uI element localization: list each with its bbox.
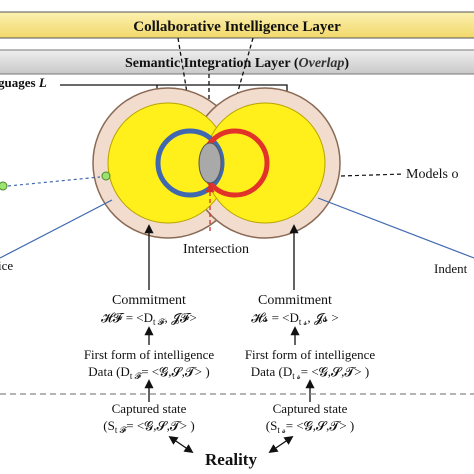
reality-right-arrow	[268, 435, 294, 454]
reality-left-arrow	[168, 435, 194, 454]
models-label: Models o	[406, 167, 459, 182]
semantic-layer-title: Semantic Integration Layer (Overlap)	[125, 56, 349, 71]
left-intelligence-title: First form of intelligence	[84, 347, 215, 362]
right-state-sub: t 𝓼	[277, 425, 286, 435]
left-commitment-formula-tail: , 𝓙𝓕>	[164, 310, 196, 325]
identity-link	[317, 197, 474, 259]
left-commitment-formula: 𝓗𝓕 = <Dt 𝓕, 𝓙𝓕>	[101, 310, 197, 327]
left-commitment-formula-head: 𝓗𝓕 = <D	[101, 310, 153, 325]
left-state-tail: = <𝓖,𝓢,𝓣> )	[126, 418, 194, 433]
right-commitment-title: Commitment	[258, 293, 332, 308]
left-data-formula: Data (Dt 𝓕= <𝓖,𝓢,𝓣> )	[88, 364, 209, 381]
right-captured-title: Captured state	[273, 401, 348, 416]
right-state-head: (S	[266, 418, 278, 433]
overlap-label: Overlap	[299, 56, 345, 71]
left-blue-ring	[155, 128, 225, 198]
languages-text: guages	[0, 75, 36, 90]
left-cut-label: ice	[0, 258, 13, 273]
left-state-sub: t 𝓕	[115, 425, 129, 435]
right-data-head: Data (D	[251, 364, 293, 379]
reality-label: Reality	[205, 450, 257, 469]
left-data-head: Data (D	[88, 364, 130, 379]
intersection-region	[198, 142, 222, 184]
left-data-tail: = <𝓖,𝓢,𝓣> )	[141, 364, 209, 379]
right-commitment-formula-tail: , 𝓙𝓼 >	[307, 310, 338, 325]
collaborative-layer-title: Collaborative Intelligence Layer	[133, 19, 341, 35]
left-data-sub: t 𝓕	[130, 371, 144, 381]
left-dot	[0, 181, 8, 191]
languages-label: guages L	[0, 75, 47, 90]
left-dotted-link	[7, 176, 101, 187]
identity-label: Indent	[434, 261, 468, 276]
right-intelligence-title: First form of intelligence	[245, 347, 376, 362]
left-commitment-formula-sub: t 𝓕	[153, 317, 167, 327]
semantic-layer-label: Semantic Integration Layer	[125, 56, 290, 71]
semantic-layer-bar	[0, 49, 474, 75]
left-state-formula: (St 𝓕= <𝓖,𝓢,𝓣> )	[103, 418, 194, 435]
right-state-formula: (St 𝓼= <𝓖,𝓢,𝓣> )	[266, 418, 355, 435]
left-model-dot	[101, 171, 111, 181]
right-data-sub: t 𝓼	[292, 371, 301, 381]
collaborative-layer-bar	[0, 11, 474, 39]
left-state-head: (S	[103, 418, 115, 433]
right-commitment-formula-sub: t 𝓼	[299, 317, 308, 327]
left-commitment-title: Commitment	[112, 293, 186, 308]
right-data-tail: = <𝓖,𝓢,𝓣> )	[301, 364, 369, 379]
left-captured-title: Captured state	[112, 401, 187, 416]
right-commitment-formula: 𝓗𝓼 = <Dt 𝓼, 𝓙𝓼 >	[251, 310, 338, 327]
right-commitment-formula-head: 𝓗𝓼 = <D	[251, 310, 299, 325]
languages-symbol: L	[38, 75, 47, 90]
models-dashed-link	[340, 173, 405, 177]
intersection-label: Intersection	[183, 242, 249, 257]
left-solid-link	[0, 199, 113, 259]
right-data-formula: Data (Dt 𝓼= <𝓖,𝓢,𝓣> )	[251, 364, 369, 381]
right-state-tail: = <𝓖,𝓢,𝓣> )	[286, 418, 354, 433]
